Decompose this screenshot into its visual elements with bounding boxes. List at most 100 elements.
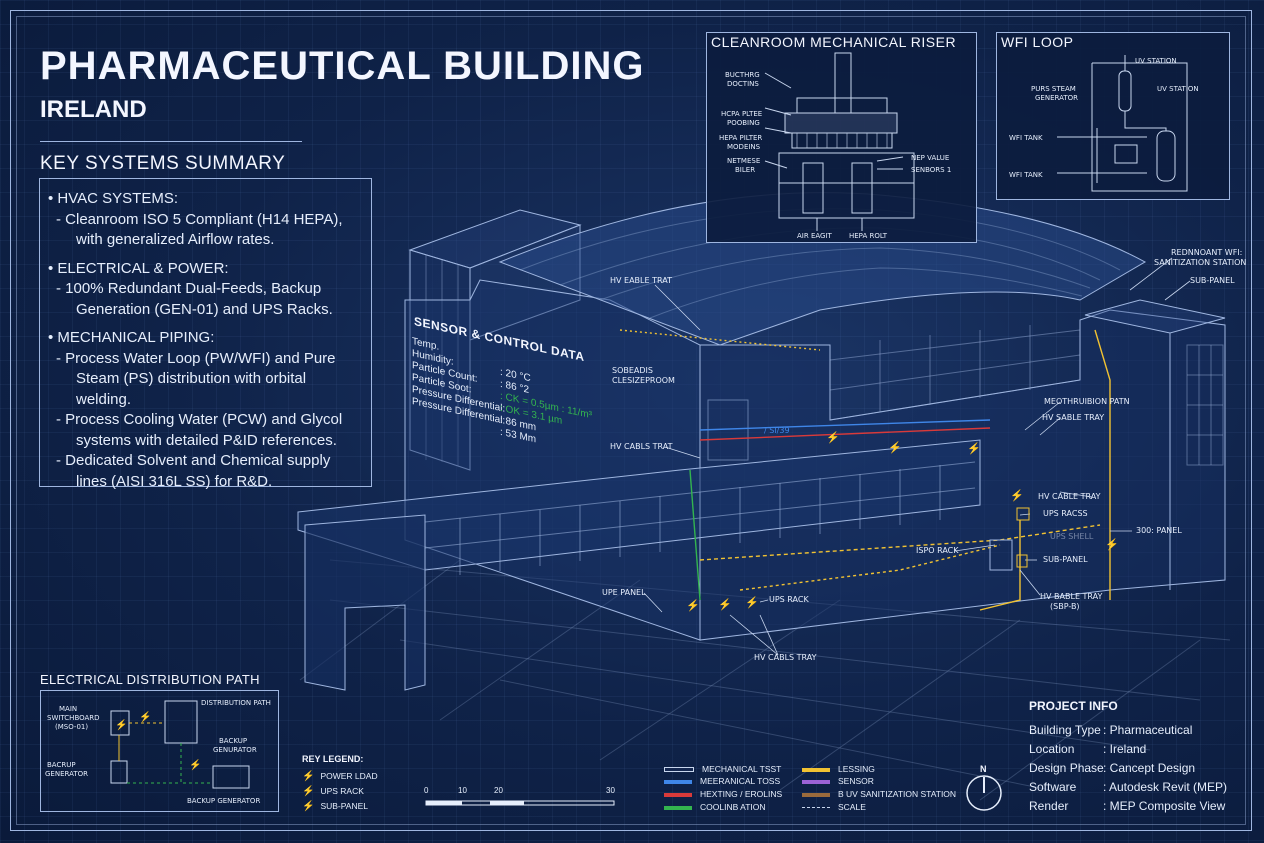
riser-label-hepa: HCPA PLTEE	[721, 110, 763, 118]
line-legend-label: COOLINB ATION	[700, 802, 766, 812]
line-legend-label: SCALE	[838, 802, 866, 812]
wfi-label-tank-2: WFI TANK	[1009, 171, 1043, 179]
electrical-path-title: ELECTRICAL DISTRIBUTION PATH	[40, 672, 260, 687]
walkway-bridge	[297, 439, 981, 691]
riser-label-hepa-2: POOBING	[727, 119, 760, 127]
riser-label-hepa-bolt: HEPA ROLT	[849, 232, 888, 240]
callout-sub-panel-mid: SUB-PANEL	[1043, 555, 1088, 564]
pi-key: Design Phase	[1029, 761, 1104, 775]
project-info-title: PROJECT INFO	[1029, 699, 1118, 713]
line-legend-label: MEERANICAL TOSS	[700, 776, 781, 786]
pi-key: Location	[1029, 742, 1075, 756]
ks-category-hvac: • HVAC SYSTEMS: - Cleanroom ISO 5 Compli…	[48, 189, 365, 251]
elec-label-main-2: SWITCHBOARD	[47, 714, 100, 722]
wfi-label-tank-1: WFI TANK	[1009, 134, 1043, 142]
scale-tick-30: 30	[606, 786, 615, 795]
elec-label-backup-2: GENURATOR	[213, 746, 257, 754]
riser-label-ducting-2: DOCTINS	[727, 80, 759, 88]
callout-hv-cable-tray-roof: HV EABLE TRAT	[610, 276, 672, 285]
svg-text:⚡: ⚡	[139, 710, 151, 723]
line-legend-label: LESSING	[838, 764, 875, 774]
wfi-label-uv-right: UV STATION	[1157, 85, 1199, 93]
page-title: PHARMACEUTICAL BUILDING	[40, 44, 645, 88]
ks-category-title: • HVAC SYSTEMS:	[48, 190, 178, 207]
line-legend-item: B UV SANITIZATION STATION	[802, 789, 956, 799]
riser-label-hepa-modules: HEPA PILTER	[719, 134, 763, 142]
title-divider	[40, 141, 302, 142]
legend-swatch	[802, 779, 830, 784]
pi-value: : Pharmaceutical	[1103, 723, 1193, 737]
pi-value: : Cancept Design	[1103, 761, 1196, 775]
line-legend-label: B UV SANITIZATION STATION	[838, 789, 957, 799]
wfi-label-steam-2: GENERATOR	[1035, 94, 1078, 102]
legend-swatch	[664, 792, 692, 797]
callout-hv-cabls-tray-bottom: HV CABLS TRAY	[754, 653, 817, 662]
riser-label-sensors: SENBORS 1	[911, 166, 952, 174]
wfi-diagram	[1057, 55, 1188, 192]
legend-item-ups: ⚡UPS RACK	[302, 786, 364, 797]
ks-line: Generation (GEN-01) and UPS Racks.	[76, 300, 333, 318]
callout-redundant-wfi: REDNNOANT WFI:	[1171, 248, 1243, 257]
elec-label-main: MAIN	[59, 705, 78, 713]
svg-text:⚡: ⚡	[189, 758, 201, 771]
line-legend-item: LESSING	[802, 764, 875, 774]
callout-sub-panel-top: SUB-PANEL	[1190, 276, 1235, 285]
pi-key: Render	[1029, 799, 1069, 813]
legend-label: UPS RACK	[320, 786, 364, 796]
svg-text:⚡: ⚡	[718, 598, 732, 611]
riser-label-riser: NETMESE	[727, 157, 761, 165]
ks-line: with generalized Airflow rates.	[76, 231, 275, 248]
elec-label-dist: DISTRIBUTION PATH	[201, 699, 271, 707]
page-subtitle: IRELAND	[40, 96, 147, 123]
key-systems-box: • HVAC SYSTEMS: - Cleanroom ISO 5 Compli…	[39, 178, 372, 490]
electrical-path-box: ⚡⚡⚡ MAIN SWITCHBOARD (MSO-01) DISTRIBUTI…	[40, 690, 279, 812]
line-legend-label: HEXTING / EROLINS	[700, 789, 783, 799]
line-legend-label: MECHANICAL TSST	[702, 764, 782, 774]
electrical-path-diagram: ⚡ ⚡ ⚡	[110, 700, 250, 789]
callout-upe-panel: UPE PANEL	[602, 588, 646, 597]
pi-key: Building Type	[1029, 723, 1101, 737]
line-legend-item: MEERANICAL TOSS	[664, 776, 780, 786]
project-info-row: Design Phase: Cancept Design	[1029, 761, 1195, 775]
callout-sanitization-station: SANITIZATION STATION	[1154, 258, 1247, 267]
ks-line: - Dedicated Solvent and Chemical supply	[56, 452, 331, 469]
line-legend-item: SENSOR	[802, 776, 874, 786]
callout-sbp-b: (SBP-B)	[1050, 602, 1080, 611]
scale-tick-10: 10	[458, 786, 467, 795]
svg-text:⚡: ⚡	[1105, 538, 1119, 551]
callout-hv-sable-tray: HV SABLE TRAY	[1042, 413, 1105, 422]
line-legend-label: SENSOR	[838, 776, 874, 786]
svg-text:⚡: ⚡	[745, 596, 759, 609]
pi-key: Software	[1029, 780, 1077, 794]
riser-label-hepa-modules-2: MODEINS	[727, 143, 761, 151]
legend-label: SUB-PANEL	[320, 801, 369, 811]
leader-lines	[643, 257, 1191, 656]
project-info-row: Render: MEP Composite View	[1029, 799, 1225, 813]
compass-north-label: N	[980, 764, 987, 774]
legend-item-subpanel: ⚡SUB-PANEL	[302, 801, 368, 812]
line-legend-item: HEXTING / EROLINS	[664, 789, 782, 799]
inner-frame	[16, 16, 1246, 825]
elec-label-backup-bottom: BACKUP GENERATOR	[187, 797, 261, 805]
pi-value: : Autodesk Revit (MEP)	[1103, 780, 1228, 794]
wfi-label-steam: PURS STEAM	[1031, 85, 1076, 93]
mep-routing	[619, 329, 1111, 611]
svg-text:⚡: ⚡	[888, 441, 902, 454]
legend-swatch	[664, 805, 692, 810]
left-tower	[408, 209, 582, 471]
callout-hv-cable-tray-right: HV CABLE TRAY	[1038, 492, 1101, 501]
legend-swatch	[802, 792, 830, 797]
callout-mechanical-path: MEOTHRUIBION PATN	[1044, 397, 1130, 406]
ks-line: - Process Water Loop (PW/WFI) and Pure	[56, 349, 336, 367]
riser-label-ducting: BUCTHRG	[725, 71, 760, 79]
svg-text:⚡: ⚡	[826, 431, 840, 444]
elec-label-backup-gen-2: GENERATOR	[45, 770, 88, 778]
legend-swatch	[802, 767, 830, 772]
callout-ip: / SI/39	[764, 426, 790, 435]
svg-text:⚡: ⚡	[115, 718, 127, 731]
ks-line: - Process Cooling Water (PCW) and Glycol	[56, 411, 343, 428]
wfi-title: WFI LOOP	[1001, 34, 1074, 50]
legend-swatch	[664, 767, 694, 773]
callout-ups-racks: UPS RACSS	[1043, 509, 1088, 518]
